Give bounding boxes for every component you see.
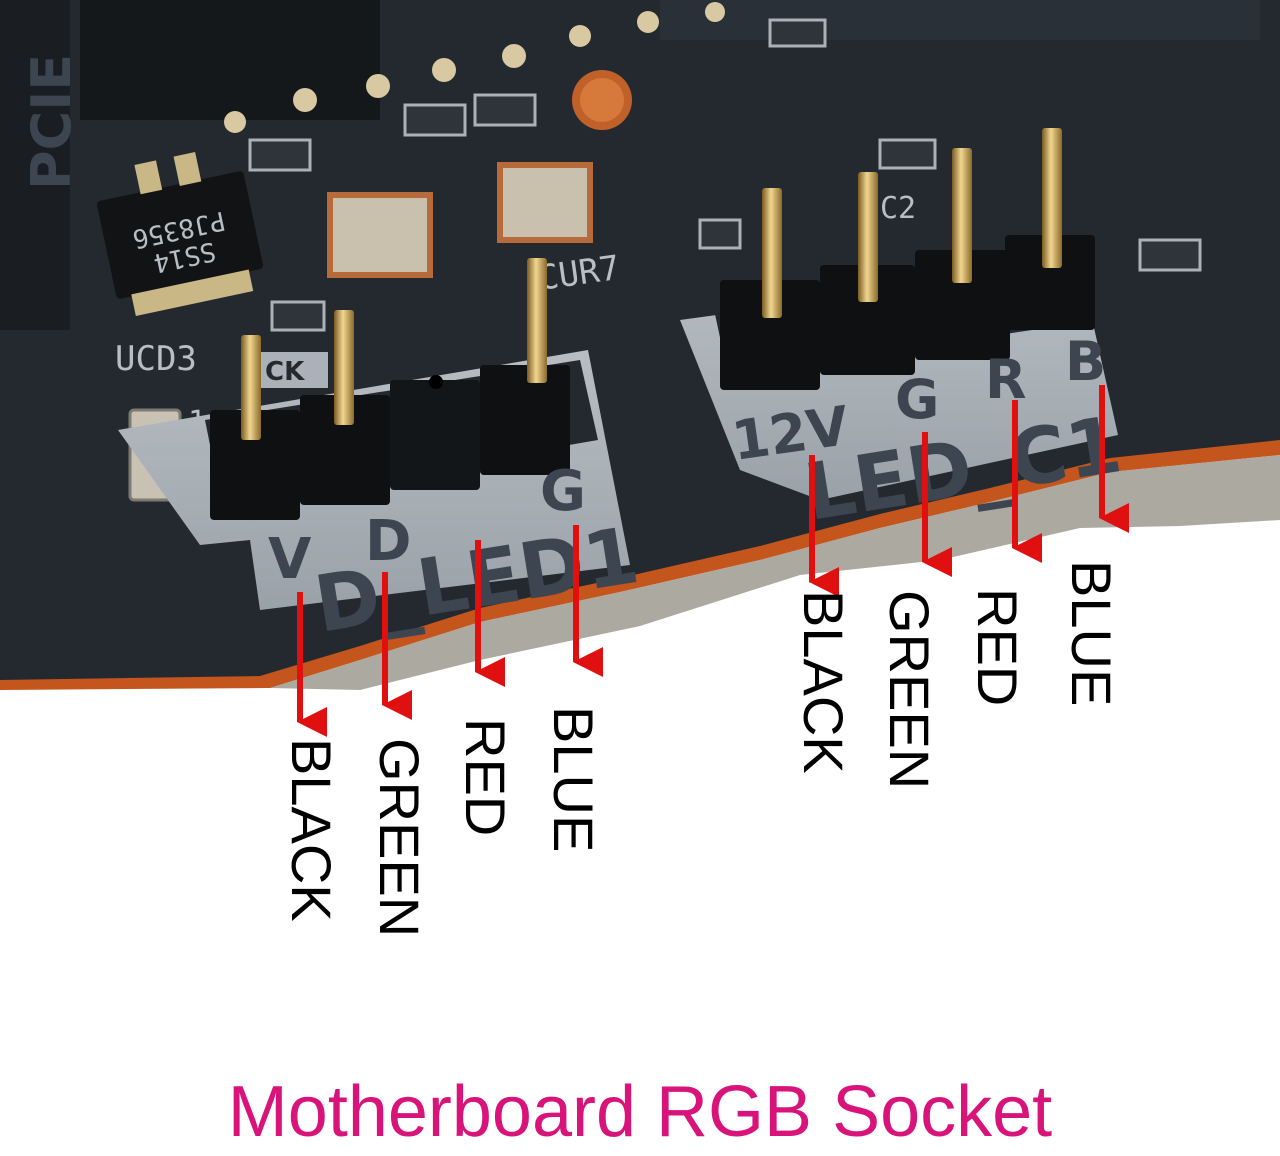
board-cut-edge — [270, 455, 1280, 690]
solder-pad — [327, 192, 433, 278]
diagram-caption: Motherboard RGB Socket — [227, 1072, 1053, 1152]
brand-logo — [258, 352, 328, 388]
d-led-pin-label: V — [268, 527, 312, 592]
d-led-wire-labels: BLACK GREEN RED BLUE — [280, 706, 605, 937]
led-c-pin-label: R — [985, 348, 1027, 411]
d-led-pin-housings — [210, 365, 570, 520]
ref-c2: C2 — [880, 191, 916, 226]
led-c-pin-label: B — [1065, 330, 1106, 393]
wire-label-green: GREEN — [368, 738, 431, 937]
led-c-pins — [762, 128, 1062, 318]
wire-label-black: BLACK — [280, 738, 343, 922]
wire-label-blue: BLUE — [542, 706, 605, 852]
top-trace-area — [660, 0, 1260, 40]
pcie-slot — [0, 0, 70, 330]
wire-label-red: RED — [966, 588, 1029, 706]
d-led-pin-label: D — [365, 509, 411, 574]
brand-logo-text: CK — [265, 357, 305, 387]
ref-ucd3: UCD3 — [115, 339, 197, 379]
smd-components — [248, 18, 1202, 332]
pcie-slot-label: PCIE — [20, 54, 83, 190]
solder-bumps — [224, 2, 725, 133]
solder-pad — [497, 162, 593, 243]
led-c-wire-labels: BLACK GREEN RED BLUE — [792, 560, 1123, 789]
wire-label-black: BLACK — [792, 590, 855, 774]
wire-label-blue: BLUE — [1060, 560, 1123, 706]
led-c-pin-housings — [720, 235, 1095, 390]
diode-chip: PJ8356 SS14 — [96, 152, 264, 316]
wire-label-green: GREEN — [878, 590, 941, 789]
wire-label-red: RED — [454, 718, 517, 836]
led-c-pin-label: G — [895, 368, 939, 431]
d-led-pin-label: G — [540, 459, 586, 524]
led-c-header: 12V G R B LED_C1 — [680, 128, 1127, 539]
top-connector-block — [80, 0, 380, 120]
pin-arrows — [297, 385, 1129, 737]
motherboard-photo: PCIE PJ8356 SS14 — [0, 0, 1280, 690]
d-led-pins — [241, 258, 547, 440]
